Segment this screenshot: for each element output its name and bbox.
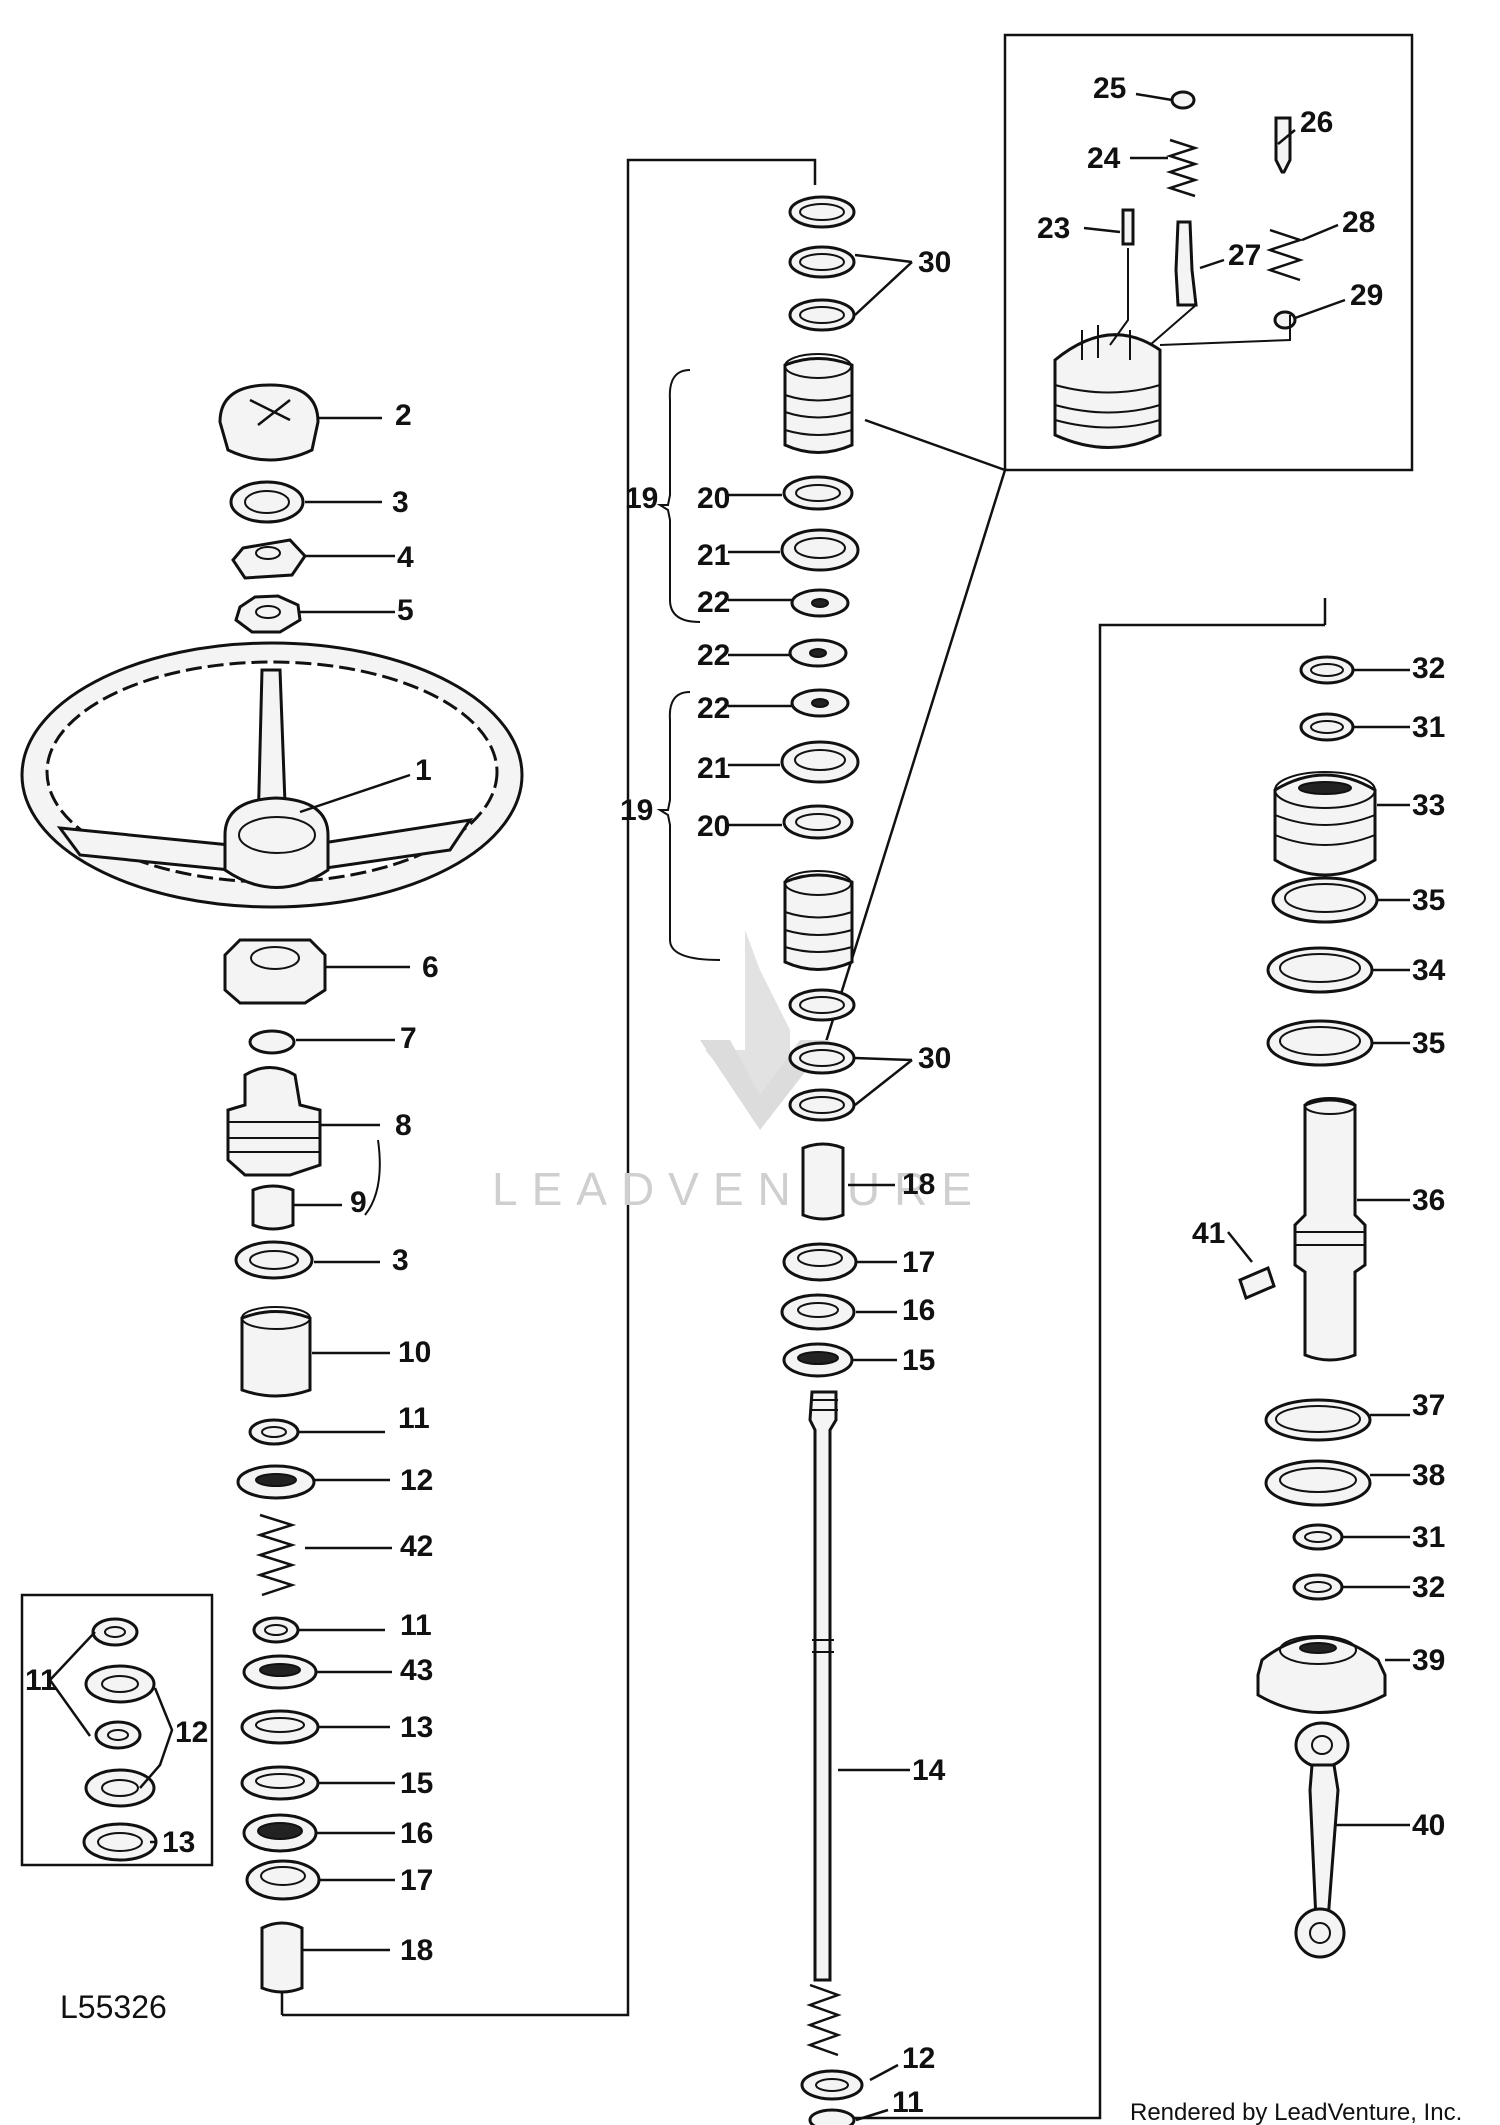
- callout-12: 12: [400, 1464, 433, 1497]
- callout-40: 40: [1412, 1809, 1445, 1842]
- callout-24: 24: [1087, 142, 1121, 175]
- right-column-parts: [1238, 655, 1387, 1959]
- inset-callout-12: 12: [175, 1716, 208, 1749]
- callout-labels: 2 3 4 5 1 6 7 8 9 3 10 11 12 42 11 43 13…: [25, 72, 1446, 2119]
- watermark-text: LEADVENTURE: [492, 1163, 986, 1215]
- callout-15-middle: 15: [902, 1344, 935, 1377]
- callout-30-upper: 30: [918, 246, 951, 279]
- callout-23: 23: [1037, 212, 1070, 245]
- callout-6: 6: [422, 951, 439, 984]
- callout-10: 10: [398, 1336, 431, 1369]
- left-column-parts: [20, 383, 524, 1994]
- callout-26: 26: [1300, 106, 1333, 139]
- callout-37: 37: [1412, 1389, 1445, 1422]
- callout-19-upper: 19: [625, 482, 658, 515]
- watermark: LEADVENTURE: [492, 930, 986, 1215]
- callout-8: 8: [395, 1109, 412, 1142]
- callout-31-lower: 31: [1412, 1521, 1445, 1554]
- frames: [20, 33, 1414, 2120]
- callout-16: 16: [400, 1817, 433, 1850]
- callout-21-upper: 21: [697, 539, 730, 572]
- callout-18: 18: [400, 1934, 433, 1967]
- callout-2: 2: [395, 399, 412, 432]
- callout-15: 15: [400, 1767, 433, 1800]
- middle-column-parts: [780, 195, 864, 2125]
- callout-20-upper: 20: [697, 482, 730, 515]
- callout-1: 1: [415, 754, 432, 787]
- callout-38: 38: [1412, 1459, 1445, 1492]
- callout-21-lower: 21: [697, 752, 730, 785]
- callout-13: 13: [400, 1711, 433, 1744]
- callout-12-bottom: 12: [902, 2042, 935, 2075]
- credit-text: Rendered by LeadVenture, Inc.: [1130, 2099, 1462, 2125]
- callout-29: 29: [1350, 279, 1383, 312]
- inset-callout-11: 11: [25, 1664, 57, 1697]
- callout-11-second: 11: [400, 1609, 432, 1642]
- callout-31-upper: 31: [1412, 711, 1445, 744]
- callout-25: 25: [1093, 72, 1126, 105]
- callout-22-first: 22: [697, 586, 730, 619]
- callout-32-upper: 32: [1412, 652, 1445, 685]
- callout-35-upper: 35: [1412, 884, 1445, 917]
- callout-4: 4: [397, 541, 414, 574]
- inset-callout-13: 13: [162, 1826, 195, 1859]
- callout-42: 42: [400, 1530, 433, 1563]
- callout-3: 3: [392, 486, 409, 519]
- callout-41: 41: [1192, 1217, 1225, 1250]
- callout-43: 43: [400, 1654, 433, 1687]
- callout-7: 7: [400, 1022, 417, 1055]
- callout-35-lower: 35: [1412, 1027, 1445, 1060]
- callout-39: 39: [1412, 1644, 1445, 1677]
- callout-14: 14: [912, 1754, 946, 1787]
- callout-22-third: 22: [697, 692, 730, 725]
- callout-33: 33: [1412, 789, 1445, 822]
- callout-17-middle: 17: [902, 1246, 935, 1279]
- callout-9: 9: [350, 1186, 367, 1219]
- callout-20-lower: 20: [697, 810, 730, 843]
- callout-11-bottom: 11: [892, 2086, 924, 2119]
- callout-17: 17: [400, 1864, 433, 1897]
- callout-34: 34: [1412, 954, 1446, 987]
- leader-lines: [48, 92, 1410, 2122]
- callout-36: 36: [1412, 1184, 1445, 1217]
- callout-11: 11: [398, 1402, 430, 1435]
- callout-16-middle: 16: [902, 1294, 935, 1327]
- callout-28: 28: [1342, 206, 1375, 239]
- callout-27: 27: [1228, 239, 1261, 272]
- callout-22-second: 22: [697, 639, 730, 672]
- callout-32-lower: 32: [1412, 1571, 1445, 1604]
- callout-30-lower: 30: [918, 1042, 951, 1075]
- callout-5: 5: [397, 594, 414, 627]
- figure-id: L55326: [60, 1989, 167, 2025]
- callout-18-middle: 18: [902, 1168, 935, 1201]
- callout-3-lower: 3: [392, 1244, 409, 1277]
- inset-parts: [82, 1617, 158, 1862]
- valve-detail-parts: [1053, 90, 1304, 449]
- callout-19-lower: 19: [620, 794, 653, 827]
